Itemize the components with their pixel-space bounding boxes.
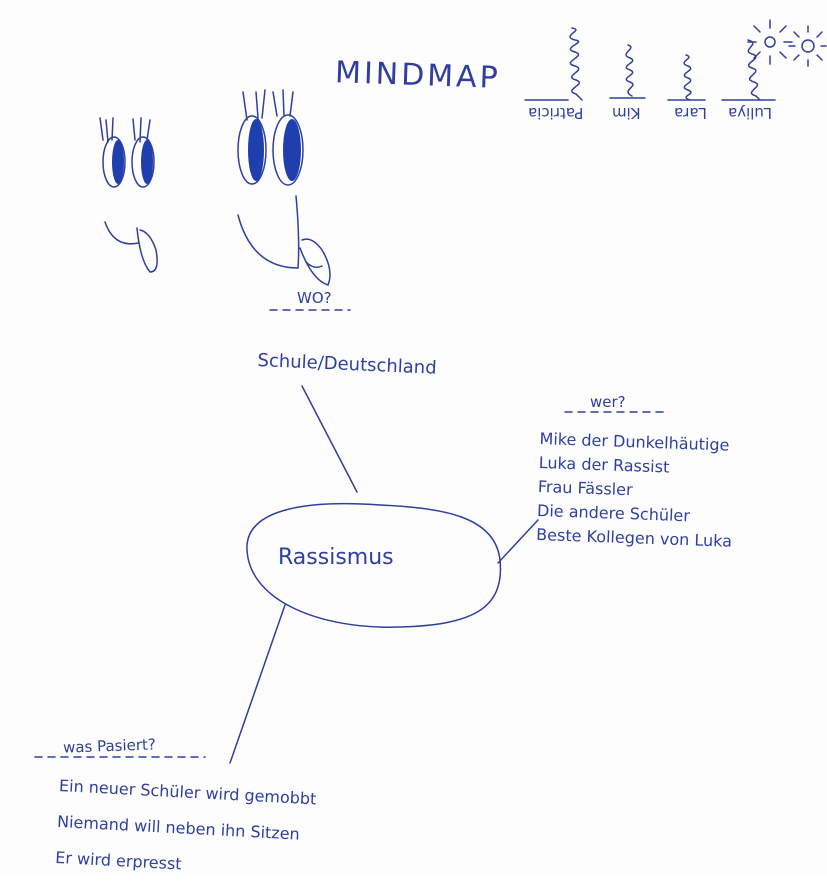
what-list: Ein neuer Schüler wird gemobbt Niemand w… — [54, 768, 317, 889]
small-face-icon — [99, 117, 158, 273]
wo-label: WO? — [297, 289, 332, 307]
wer-label: wer? — [590, 393, 626, 411]
mindmap-title: MINDMAP — [334, 55, 502, 96]
small-sun-icon — [788, 25, 827, 67]
was-label: was Pasiert? — [62, 735, 157, 757]
center-bubble — [246, 502, 502, 628]
author-name: Lara — [674, 104, 707, 122]
who-list: Mike der Dunkelhäutige Luka der Rassist … — [536, 427, 736, 554]
large-face-icon — [237, 89, 331, 286]
author-name: Kim — [612, 104, 641, 122]
author-name: Patricia — [528, 104, 584, 122]
center-topic: Rassismus — [278, 545, 394, 570]
sun-icon — [747, 19, 793, 65]
hair-squiggle-icon — [524, 27, 776, 101]
author-name: Luliya — [728, 104, 773, 122]
